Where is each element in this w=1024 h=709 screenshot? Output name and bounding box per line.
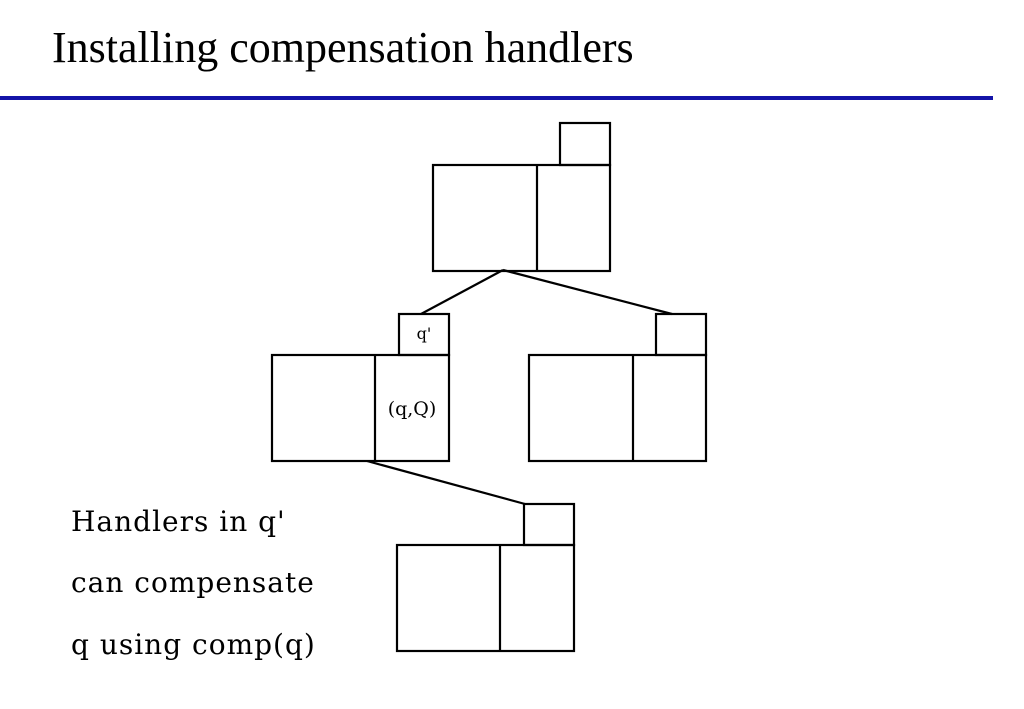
caption-line-2: can compensate	[71, 566, 315, 599]
scope-box-right	[527, 353, 708, 463]
handler-box-label: q'	[417, 324, 432, 343]
handler-box-right	[654, 312, 708, 357]
scope-label: (q,Q)	[388, 398, 437, 420]
scope-node-right	[527, 312, 708, 463]
handler-box-bottom	[522, 502, 576, 547]
caption-line-1: Handlers in q'	[71, 505, 286, 538]
handler-box-root	[558, 121, 612, 167]
title-rule	[0, 96, 993, 100]
caption-line-3: q using comp(q)	[71, 628, 316, 661]
scope-node-left: q' (q,Q)	[270, 312, 451, 463]
slide-title: Installing compensation handlers	[52, 23, 634, 72]
scope-box-root	[431, 163, 612, 273]
scope-node-bottom	[395, 502, 576, 653]
edge-root-to-left	[420, 269, 504, 315]
scope-box-left	[270, 353, 451, 463]
scope-node-root	[431, 121, 612, 273]
edge-left-to-bottom	[366, 459, 526, 506]
edge-root-to-right	[502, 268, 673, 316]
scope-box-bottom	[395, 543, 576, 653]
